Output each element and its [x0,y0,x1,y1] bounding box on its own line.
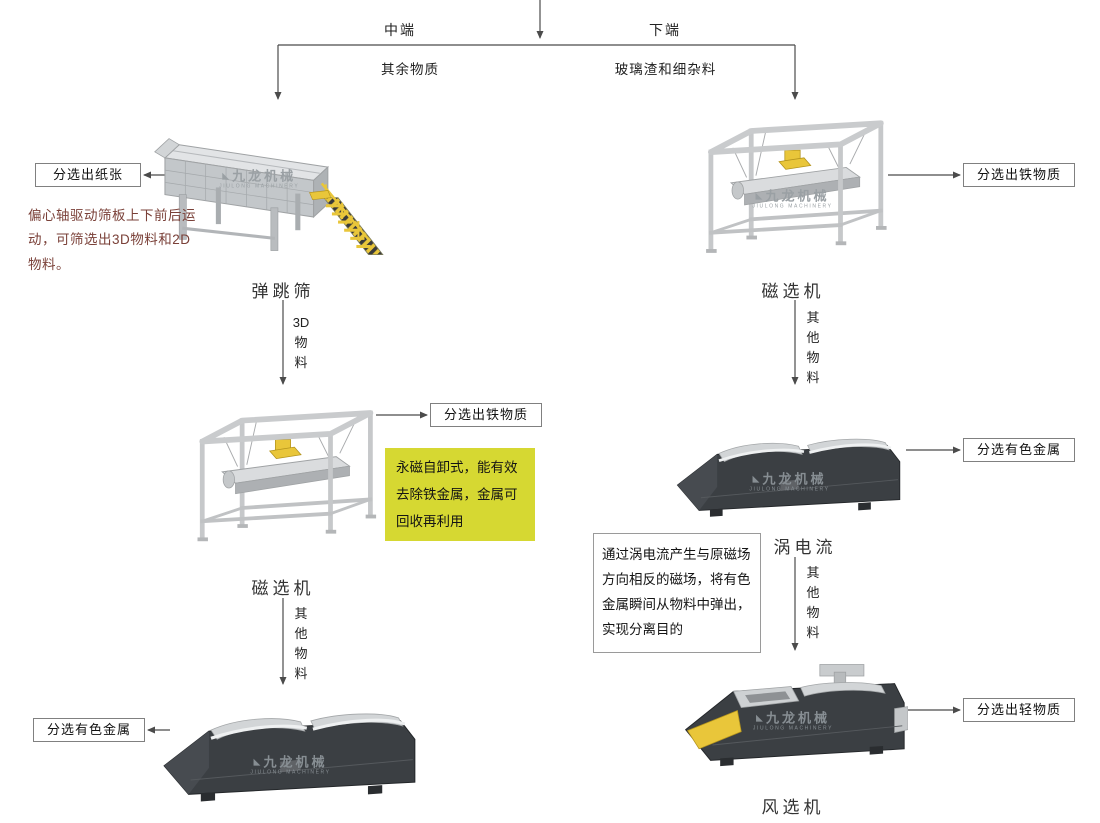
eddy-current-left-machine: ◣ 九龙机械 JIULONG MACHINERY [158,690,423,812]
output-box-iron-left: 分选出铁物质 [430,403,542,427]
machine-name-eddy-current: 涡电流 [773,538,837,557]
air-separator-machine: ◣ 九龙机械 JIULONG MACHINERY [678,656,908,788]
eddy-note: 通过涡电流产生与原磁场方向相反的磁场，将有色金属瞬间从物料中弹出，实现分离目的 [593,533,761,653]
air-separator-illustration [684,664,908,767]
bounce-screen-description: 偏心轴驱动筛板上下前后运动，可筛选出3D物料和2D物料。 [28,208,196,272]
machine-name-air-separator: 风选机 [761,798,825,817]
magnetic-separator-illustration [197,410,377,542]
machine-name-magnet-left: 磁选机 [251,579,315,598]
magnet-note-yellow: 永磁自卸式，能有效去除铁金属，金属可回收再利用 [385,448,535,541]
magnetic-separator-right-machine: ◣ 九龙机械 JIULONG MACHINERY [695,106,890,274]
output-box-paper: 分选出纸张 [35,163,141,187]
branch-label-mid: 中端 [384,22,416,38]
eddy-current-illustration [163,713,416,802]
output-box-nonferrous-left: 分选有色金属 [33,718,145,742]
magnetic-separator-illustration [706,120,887,253]
machine-name-magnet-right: 磁选机 [761,282,825,301]
machine-name-bounce-screen: 弹跳筛 [251,282,315,301]
flow-material-other-right-top: 其 他 物 料 [806,310,820,386]
flow-material-3d: 3D 物 料 [292,315,310,371]
bounce-screen-illustration [154,138,384,256]
magnetic-separator-left-machine [188,388,378,570]
flow-material-other-left: 其 他 物 料 [294,606,308,682]
output-box-light-material: 分选出轻物质 [963,698,1075,722]
output-box-nonferrous-right: 分选有色金属 [963,438,1075,462]
eddy-current-illustration [676,438,901,517]
branch-label-down: 下端 [649,22,681,38]
material-label-other: 其余物质 [381,62,439,77]
material-label-glass: 玻璃渣和细杂料 [614,62,717,77]
eddy-current-right-machine: ◣ 九龙机械 JIULONG MACHINERY [672,418,907,526]
output-box-iron-right: 分选出铁物质 [963,163,1075,187]
flow-material-other-right-bottom: 其 他 物 料 [806,565,820,641]
